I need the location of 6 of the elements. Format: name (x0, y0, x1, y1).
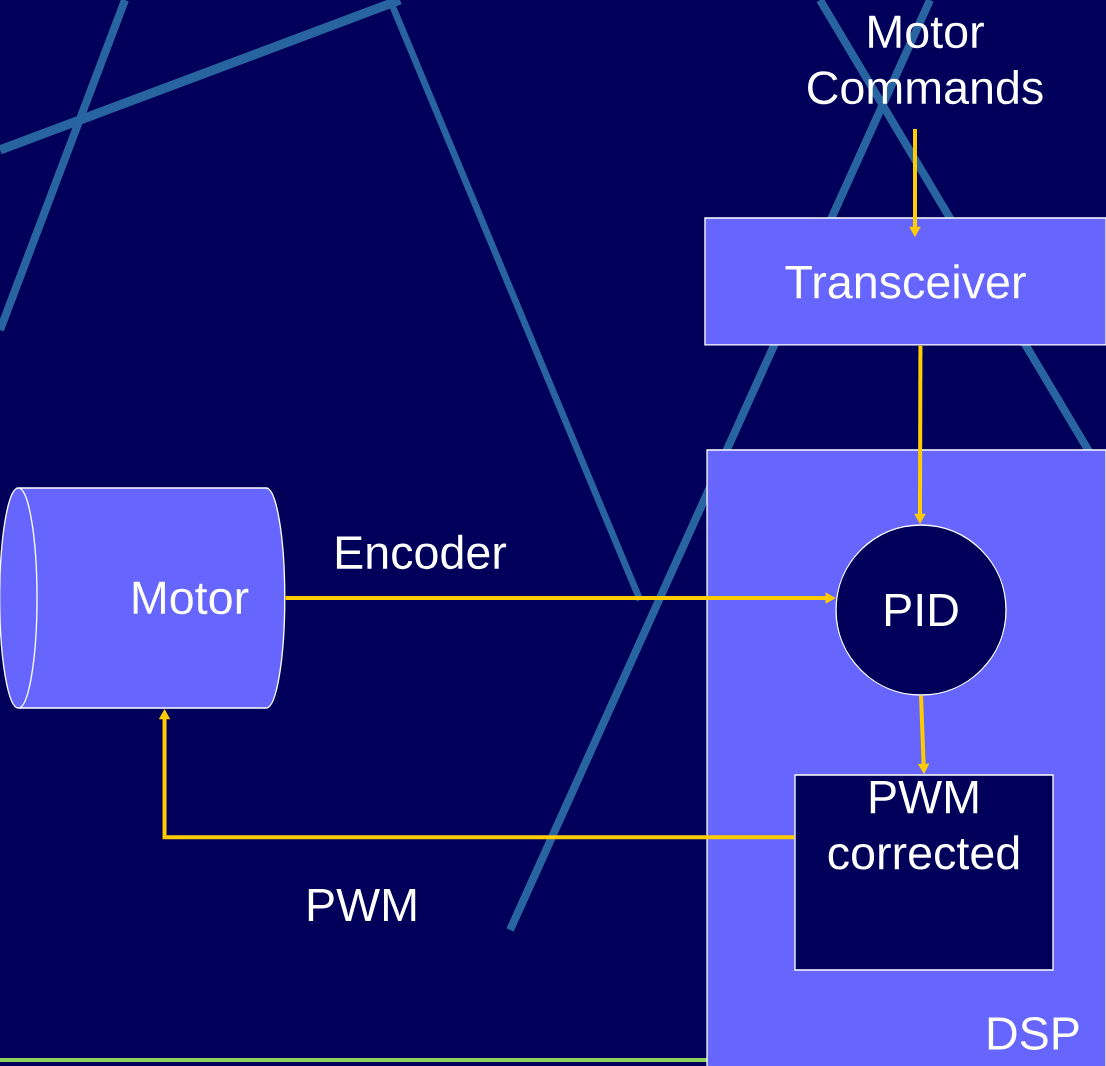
process-box: Transceiver (704, 217, 1106, 346)
edge-label: Encoder (336, 534, 507, 570)
bare-text: Motor Commands (808, 15, 1043, 105)
edge-label: PWM (308, 888, 416, 922)
process-box: PWM corrected (794, 774, 1054, 971)
motor-cylinder: Motor (0, 487, 286, 709)
